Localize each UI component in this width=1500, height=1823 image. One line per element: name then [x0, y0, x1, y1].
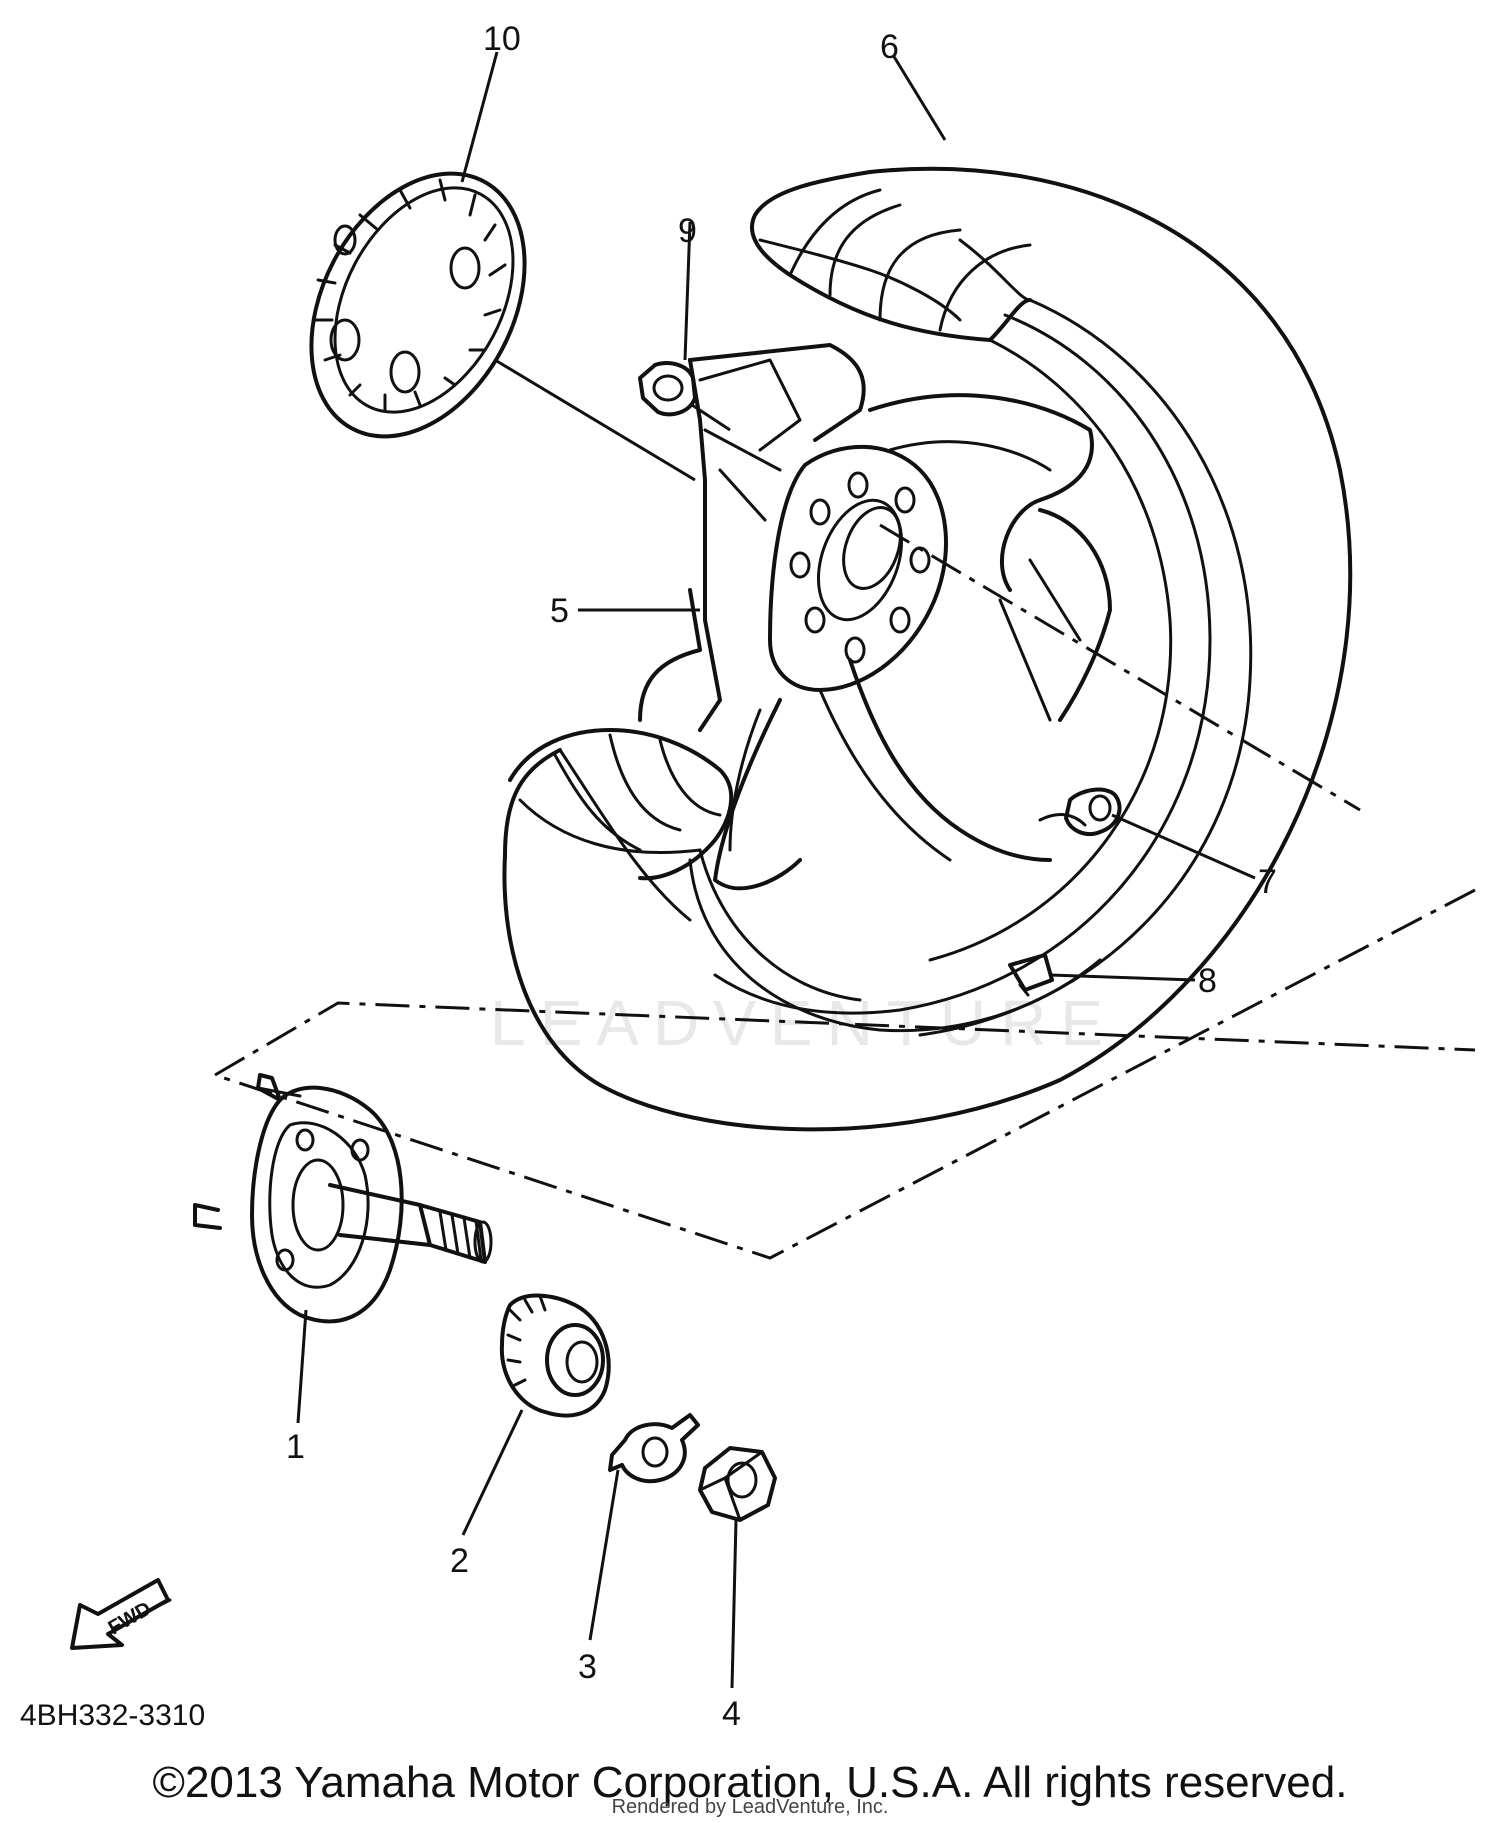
- leader-line-2: [461, 1409, 524, 1536]
- leader-line-8: [1049, 973, 1196, 982]
- leader-line-10: [460, 51, 499, 183]
- leader-line-4: [730, 1519, 738, 1689]
- leader-line-3: [588, 1469, 620, 1641]
- callout-2: 2: [450, 1542, 469, 1580]
- axis-line-hub: [879, 523, 1361, 812]
- callout-7: 7: [1258, 863, 1277, 901]
- disc-plate: [309, 171, 527, 439]
- callout-6: 6: [880, 28, 899, 66]
- callout-10: 10: [483, 20, 521, 58]
- bearing: [499, 1293, 611, 1418]
- assembly-boundary: [214, 888, 1476, 1260]
- callout-9: 9: [678, 212, 697, 250]
- lock-washer: [608, 1413, 700, 1484]
- axle-nut: [698, 1446, 777, 1522]
- balance-weight: [1008, 953, 1054, 997]
- leader-line-6: [891, 54, 947, 141]
- rendered-by-notice: Rendered by LeadVenture, Inc.: [611, 1796, 889, 1818]
- fwd-arrow-icon: FWD: [70, 1578, 172, 1650]
- callout-5: 5: [550, 592, 569, 630]
- axis-line-disc: [494, 358, 696, 482]
- leader-line-1: [296, 1309, 308, 1424]
- callout-3: 3: [578, 1648, 597, 1686]
- hub-axle: [193, 1073, 493, 1324]
- callout-4: 4: [722, 1695, 741, 1733]
- valve-stem: [1038, 787, 1122, 837]
- callout-8: 8: [1198, 962, 1217, 1000]
- part-code: 4BH332-3310: [20, 1699, 205, 1732]
- leader-line-9: [683, 221, 692, 361]
- leader-line-7: [1111, 813, 1256, 880]
- callout-1: 1: [286, 1428, 305, 1466]
- axis-line-collar: [691, 403, 731, 432]
- copyright-notice: ©2013 Yamaha Motor Corporation, U.S.A. A…: [152, 1758, 1348, 1807]
- collar: [638, 361, 697, 417]
- wheel-rim: [502, 166, 1353, 1132]
